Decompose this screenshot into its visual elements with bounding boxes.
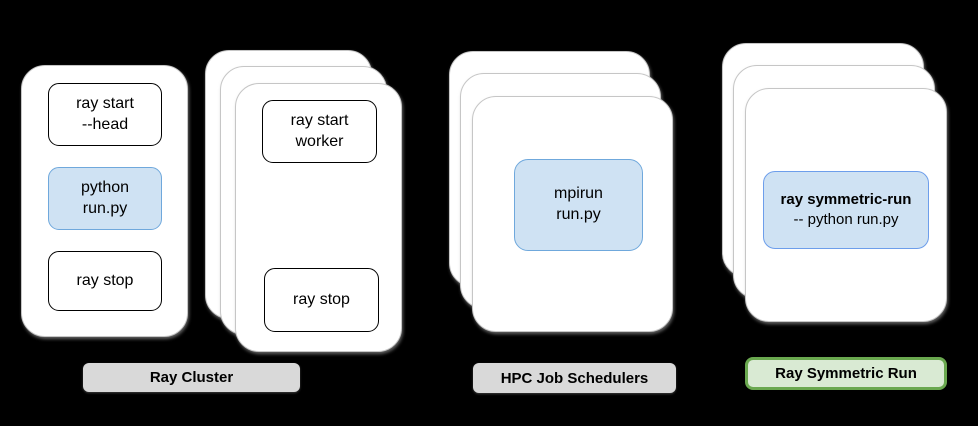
- ray-symmetric-run-badge: Ray Symmetric Run: [745, 357, 947, 390]
- symmetric-run-command-rest: -- python run.py: [793, 211, 899, 228]
- ray-start-head-box: ray start --head: [48, 83, 162, 146]
- head-ray-stop-box: ray stop: [48, 251, 162, 311]
- symmetric-run-box: ray symmetric-run -- python run.py: [763, 171, 929, 249]
- head-node-card: ray start --head python run.py ray stop: [21, 65, 188, 337]
- symmetric-card-front: ray symmetric-run -- python run.py: [745, 88, 947, 322]
- ray-cluster-badge: Ray Cluster: [83, 363, 300, 392]
- symmetric-run-command-bold: ray symmetric-run: [780, 190, 912, 208]
- ray-start-worker-box: ray start worker: [262, 100, 377, 163]
- worker-ray-stop-box: ray stop: [264, 268, 379, 332]
- hpc-badge: HPC Job Schedulers: [473, 363, 676, 393]
- worker-card-front: ray start worker ray stop: [235, 83, 402, 352]
- mpirun-box: mpirun run.py: [514, 159, 643, 251]
- hpc-card-front: mpirun run.py: [472, 96, 673, 332]
- python-run-box: python run.py: [48, 167, 162, 230]
